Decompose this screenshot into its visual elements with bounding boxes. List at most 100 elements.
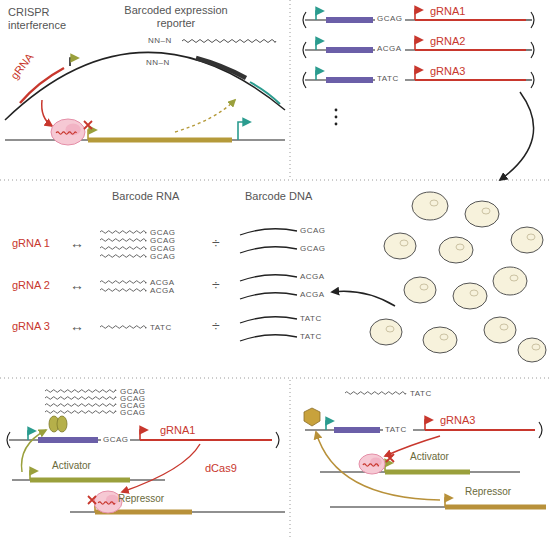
- plasmid-bracket: [531, 42, 534, 58]
- barcode-rna-wave: [345, 392, 406, 395]
- reporter-orf: [38, 437, 98, 443]
- gene-label: Repressor: [465, 486, 511, 498]
- yeast-vacuole: [510, 275, 518, 281]
- yeast-vacuole: [440, 334, 448, 340]
- expression-arrow: [22, 430, 47, 472]
- grna-promoter: [425, 420, 432, 430]
- regulation-arrow: [175, 100, 235, 132]
- barcode-sequence: GCAG: [377, 14, 403, 23]
- panel-divider: [0, 378, 550, 379]
- activator-promoter: [385, 463, 392, 472]
- guide-arrow: [122, 444, 200, 492]
- dcas9-blob: [51, 119, 85, 145]
- yeast-vacuole: [430, 200, 438, 206]
- grna-promoter: [415, 40, 422, 50]
- yeast-vacuole: [500, 324, 508, 330]
- yeast-cell: [518, 338, 546, 362]
- dcas9-blob: [359, 454, 385, 474]
- repressor-gene: [445, 505, 546, 510]
- correspondence-symbol: ↔: [70, 277, 84, 293]
- grna-label: gRNA1: [430, 5, 465, 18]
- repressor-promoter: [445, 498, 452, 507]
- grna-label: gRNA: [8, 51, 36, 82]
- yeast-cell: [493, 267, 527, 295]
- dcas9-blob: [94, 491, 122, 513]
- yeast-cell: [439, 237, 473, 263]
- barcode-rna-wave: [182, 40, 276, 43]
- yeast-vacuole: [456, 244, 464, 250]
- barcode-sequence: TATC: [410, 389, 432, 398]
- activator-protein: [57, 416, 67, 432]
- guide-rna-squiggle: [363, 464, 379, 466]
- activator-locus: [12, 479, 165, 480]
- yeast-cell: [412, 192, 448, 220]
- barcode-rna-wave: [100, 255, 146, 258]
- barcode-sequence: GCAG: [150, 236, 176, 245]
- sequencing-arrow: [332, 291, 395, 306]
- barcode-sequence: GCAG: [300, 226, 326, 235]
- guide-rna-squiggle: [56, 132, 76, 134]
- yeast-vacuole: [527, 234, 535, 240]
- expression-arrow: [316, 432, 440, 500]
- plasmid-bracket: [276, 432, 279, 448]
- barcode-gap: [375, 45, 405, 55]
- grna-label: gRNA2: [430, 35, 465, 48]
- plasmid-bracket: [531, 72, 534, 88]
- barcode-sequence: GCAG: [103, 435, 129, 444]
- repressor-protein: [304, 408, 320, 426]
- barcode-gap: [101, 435, 130, 445]
- yeast-cell: [465, 201, 499, 227]
- barcode-sequence: TATC: [300, 314, 322, 323]
- grna-sequence: [415, 49, 526, 51]
- barcode-sequence: GCAG: [150, 252, 176, 261]
- grna-cassette: [20, 68, 64, 103]
- grna-label: gRNA3: [430, 65, 465, 78]
- promoter-arrow: [70, 58, 78, 66]
- grna-label: gRNA 3: [12, 320, 50, 333]
- barcode-dna-strand: [240, 317, 297, 323]
- activator-gene: [30, 478, 130, 483]
- ratio-symbol: ÷: [212, 318, 220, 334]
- gene-label: Activator: [52, 460, 91, 472]
- ratio-symbol: ÷: [212, 277, 220, 293]
- yeast-cell: [511, 227, 543, 253]
- reporter-promoter: [316, 11, 323, 20]
- barcode-gap: [383, 425, 413, 435]
- correspondence-symbol: ↔: [70, 318, 84, 334]
- reporter-promoter: [316, 41, 323, 50]
- barcode-sequence: ACGA: [300, 290, 325, 299]
- grna-sequence: [415, 79, 526, 81]
- barcode-sequence: GCAG: [150, 244, 176, 253]
- ratio-symbol: ÷: [212, 235, 220, 251]
- barcode-dna-strand: [240, 247, 297, 253]
- grna-promoter: [415, 70, 422, 80]
- activator-locus: [320, 471, 520, 472]
- barcode-dna-strand: [240, 275, 297, 281]
- target-promoter: [88, 130, 96, 140]
- barcode-gap: [375, 75, 405, 85]
- guide-arrow: [42, 100, 52, 126]
- block-cross: [84, 121, 92, 129]
- barcode-sequence: GCAG: [150, 228, 176, 237]
- yeast-cell: [484, 317, 516, 343]
- reporter-orf: [326, 77, 373, 83]
- yeast-vacuole: [532, 344, 540, 350]
- target-gene: [88, 138, 232, 143]
- gene-label: Repressor: [118, 493, 164, 505]
- plasmid-backbone: [526, 79, 532, 80]
- barcode-rna-wave: [45, 404, 116, 407]
- grna-promoter: [140, 430, 147, 440]
- barcode-sequence: TATC: [385, 425, 407, 434]
- barcode-sequence: ACGA: [300, 272, 325, 281]
- barcode-rna-wave: [100, 326, 146, 329]
- reporter-promoter-segment: [250, 82, 280, 104]
- barcode-rna-wave: [100, 239, 146, 242]
- panel-divider: [290, 0, 291, 178]
- plasmid-arc: [5, 52, 285, 120]
- barcode-sequence: TATC: [377, 74, 399, 83]
- grna-sequence: [425, 429, 535, 431]
- yeast-vacuole: [386, 326, 394, 332]
- panel-divider: [0, 180, 550, 181]
- reporter-orf: [326, 17, 373, 23]
